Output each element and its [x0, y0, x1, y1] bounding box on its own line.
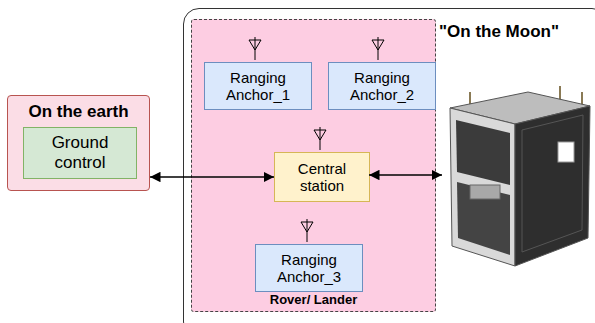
link-arrow	[369, 174, 442, 176]
anchor-box: Ranging Anchor_2	[328, 62, 436, 110]
cubesat-picture	[450, 86, 590, 266]
panel-frame	[522, 115, 583, 252]
anchor-box: Ranging Anchor_1	[204, 62, 312, 110]
rover-group: Rover/ LanderRanging Anchor_1Ranging Anc…	[191, 19, 436, 312]
region-heading: On the earth	[28, 102, 128, 122]
sticker	[558, 142, 574, 162]
earth-region: On the earthGround control	[7, 95, 150, 191]
antenna-head	[301, 222, 313, 232]
station-box: Central station	[274, 152, 370, 202]
solar-panel	[457, 182, 510, 255]
anchor-box: Ranging Anchor_3	[255, 244, 363, 292]
box-label: Central station	[280, 160, 364, 195]
moon-region: "On the Moon" Rover/ Lander Ranging Anchor…	[183, 8, 595, 323]
antenna-rod	[581, 92, 583, 108]
antenna-stem	[255, 37, 256, 60]
cube-front	[450, 108, 515, 266]
port	[470, 185, 500, 199]
antenna-stem	[320, 127, 321, 150]
antenna-head	[372, 40, 384, 50]
box-label: Ranging Anchor_3	[261, 251, 357, 286]
box-label: Ranging Anchor_2	[334, 69, 430, 104]
antenna-symbols	[249, 37, 384, 242]
link-arrow	[150, 176, 274, 178]
antenna-head	[314, 130, 326, 140]
antenna-rod	[469, 92, 471, 108]
antenna-rod	[559, 86, 561, 104]
antenna-symbol	[372, 37, 384, 60]
antenna-symbol	[249, 37, 261, 60]
box-label: Ground control	[29, 133, 131, 172]
antenna-symbol	[314, 127, 326, 150]
antenna-head	[249, 40, 261, 50]
antenna-symbol	[301, 219, 313, 242]
antenna-stem	[307, 219, 308, 242]
solar-panel	[456, 120, 510, 185]
antenna-stem	[378, 37, 379, 60]
region-heading: "On the Moon"	[439, 22, 559, 42]
region-heading: Rover/ Lander	[270, 293, 357, 308]
cube-top	[450, 92, 590, 124]
process-box: Ground control	[23, 127, 137, 179]
box-label: Ranging Anchor_1	[210, 69, 306, 104]
cube-side	[515, 106, 590, 266]
